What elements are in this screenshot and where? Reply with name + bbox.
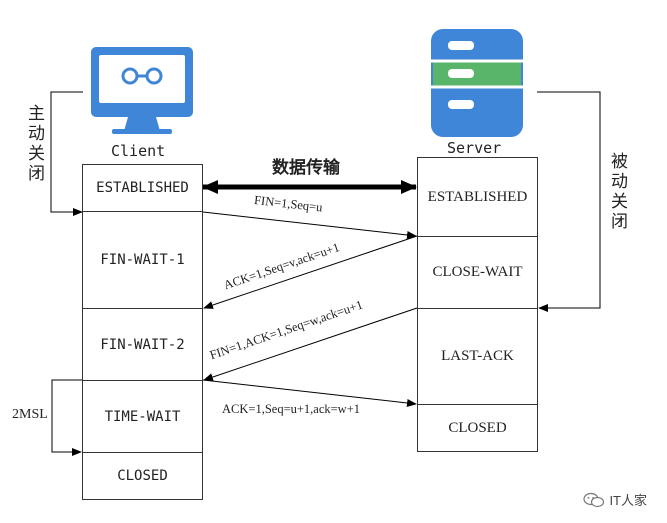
client-state-fin-wait-2: FIN-WAIT-2 <box>82 308 203 381</box>
server-state-established: ESTABLISHED <box>417 157 538 237</box>
wechat-icon <box>583 492 605 507</box>
watermark-text: IT人家 <box>609 493 647 508</box>
server-label: Server <box>447 139 502 157</box>
monitor-icon <box>91 47 193 134</box>
msl-bracket <box>51 379 82 456</box>
server-state-close-wait: CLOSE-WAIT <box>417 236 538 309</box>
data-transfer-label: 数据传输 <box>272 158 340 178</box>
client-state-established: ESTABLISHED <box>82 164 203 212</box>
client-state-time-wait: TIME-WAIT <box>82 380 203 453</box>
message-arrow-ack1 <box>203 235 418 309</box>
client-state-closed: CLOSED <box>82 452 203 500</box>
server-icon <box>431 29 523 137</box>
active-close-bracket <box>50 91 83 216</box>
active-close-label: 主动关闭 <box>24 104 44 184</box>
passive-close-label: 被动关闭 <box>607 152 627 232</box>
message-label-ack2: ACK=1,Seq=u+1,ack=w+1 <box>222 402 361 416</box>
msl-label: 2MSL <box>12 407 48 422</box>
message-arrow-fin2 <box>203 307 418 381</box>
server-state-closed: CLOSED <box>417 404 538 452</box>
passive-close-bracket <box>537 91 601 312</box>
server-state-last-ack: LAST-ACK <box>417 308 538 405</box>
message-arrow-fin1 <box>202 211 417 239</box>
watermark: IT人家 <box>583 490 647 509</box>
client-label: Client <box>111 142 166 160</box>
client-state-fin-wait-1: FIN-WAIT-1 <box>82 211 203 309</box>
message-arrow-ack2 <box>202 379 417 407</box>
